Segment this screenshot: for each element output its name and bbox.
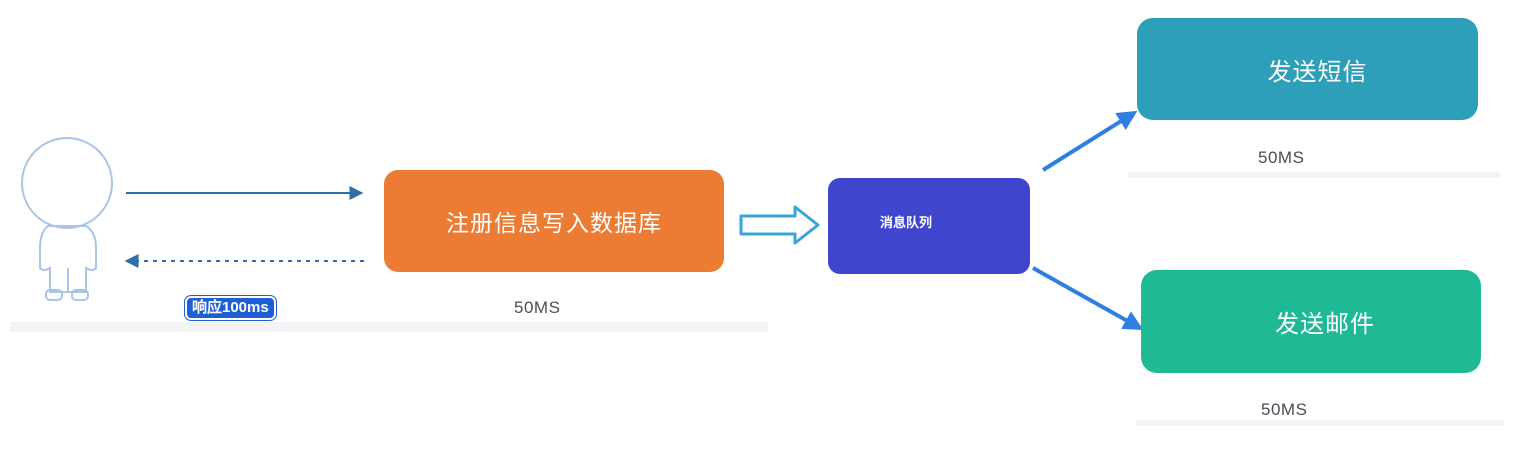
db-write-time: 50MS — [514, 298, 561, 317]
queue-hollow-arrow — [739, 205, 820, 245]
branch-arrow-email — [1032, 266, 1144, 330]
branch-arrow-sms — [1041, 110, 1138, 172]
background-band-left — [10, 322, 768, 332]
response-time-label: 响应100ms — [185, 296, 276, 320]
background-band-right-top — [1128, 172, 1500, 178]
send-email-time: 50MS — [1261, 400, 1308, 419]
background-band-right-bottom — [1136, 420, 1504, 426]
send-email-label: 发送邮件 — [1275, 310, 1375, 338]
message-queue-label: 消息队列 — [880, 216, 933, 231]
db-write-box: 注册信息写入数据库 — [384, 170, 724, 272]
send-email-box: 发送邮件 — [1141, 270, 1481, 373]
send-sms-label: 发送短信 — [1267, 57, 1368, 86]
db-write-label: 注册信息写入数据库 — [446, 211, 662, 237]
message-queue-box: 消息队列 — [828, 178, 1030, 274]
send-sms-time: 50MS — [1258, 148, 1305, 167]
send-sms-box: 发送短信 — [1137, 18, 1478, 120]
user-figure-icon — [21, 137, 113, 301]
